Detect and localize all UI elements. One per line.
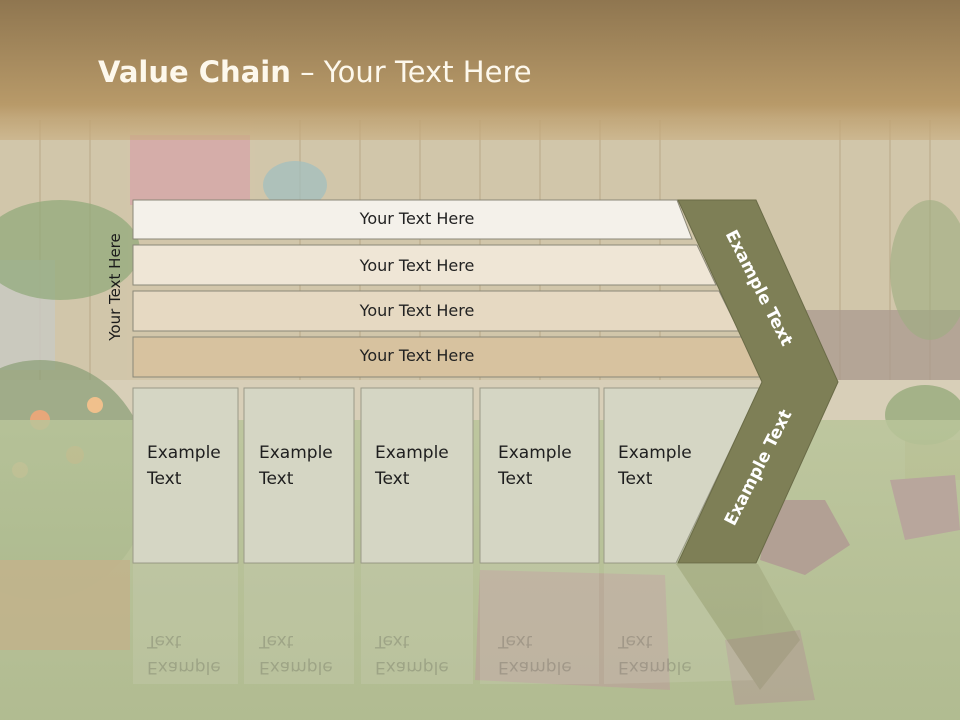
chain-row-2 bbox=[132, 244, 717, 286]
reflection-line: Text bbox=[259, 631, 294, 651]
activity-box-4 bbox=[479, 387, 600, 564]
box-label-4-line2: Text bbox=[498, 469, 533, 489]
activity-box-1 bbox=[132, 387, 239, 564]
box-reflection bbox=[133, 564, 238, 684]
chain-row-1 bbox=[132, 199, 693, 240]
activity-box-2 bbox=[243, 387, 355, 564]
activity-box-5 bbox=[603, 387, 761, 564]
reflection-line: Text bbox=[498, 631, 533, 651]
row-label-2: Your Text Here bbox=[359, 256, 475, 275]
box-label-reflection: Example Text bbox=[375, 628, 449, 680]
box-label-reflection: Example Text bbox=[147, 628, 221, 680]
reflection-line: Example bbox=[259, 657, 333, 677]
title-rest: – Your Text Here bbox=[290, 55, 532, 89]
reflection-line: Text bbox=[147, 631, 182, 651]
box-reflection bbox=[604, 564, 760, 684]
box-label-3-line1: Example bbox=[375, 443, 449, 463]
box-label-1: Example Text bbox=[147, 440, 221, 492]
box-label-5-line1: Example bbox=[618, 443, 692, 463]
box-label-2: Example Text bbox=[259, 440, 333, 492]
box-label-reflection: Example Text bbox=[498, 628, 572, 680]
box-label-reflection: Example Text bbox=[259, 628, 333, 680]
reflection-line: Text bbox=[618, 631, 653, 651]
box-label-2-line1: Example bbox=[259, 443, 333, 463]
box-label-5-line2: Text bbox=[618, 469, 653, 489]
box-label-4-line1: Example bbox=[498, 443, 572, 463]
reflection-line: Example bbox=[147, 657, 221, 677]
box-label-reflection: Example Text bbox=[618, 628, 692, 680]
side-label: Your Text Here bbox=[106, 233, 124, 341]
box-label-4: Example Text bbox=[498, 440, 572, 492]
box-label-3: Example Text bbox=[375, 440, 449, 492]
box-label-1-line2: Text bbox=[147, 469, 182, 489]
reflection-line: Text bbox=[375, 631, 410, 651]
box-label-2-line2: Text bbox=[259, 469, 294, 489]
title-bold: Value Chain bbox=[98, 55, 291, 89]
box-label-1-line1: Example bbox=[147, 443, 221, 463]
reflection-line: Example bbox=[618, 657, 692, 677]
box-label-3-line2: Text bbox=[375, 469, 410, 489]
reflection-line: Example bbox=[375, 657, 449, 677]
reflection-line: Example bbox=[498, 657, 572, 677]
box-reflection bbox=[361, 564, 473, 684]
margin-chevron bbox=[677, 199, 839, 564]
activity-box-3 bbox=[360, 387, 474, 564]
row-label-4: Your Text Here bbox=[359, 346, 475, 365]
box-label-5: Example Text bbox=[618, 440, 692, 492]
slide-title: Value Chain – Your Text Here bbox=[98, 55, 532, 89]
box-reflection bbox=[244, 564, 354, 684]
chevron-reflection bbox=[676, 564, 800, 690]
row-label-3: Your Text Here bbox=[359, 301, 475, 320]
row-label-1: Your Text Here bbox=[359, 209, 475, 228]
box-reflection bbox=[480, 564, 599, 684]
